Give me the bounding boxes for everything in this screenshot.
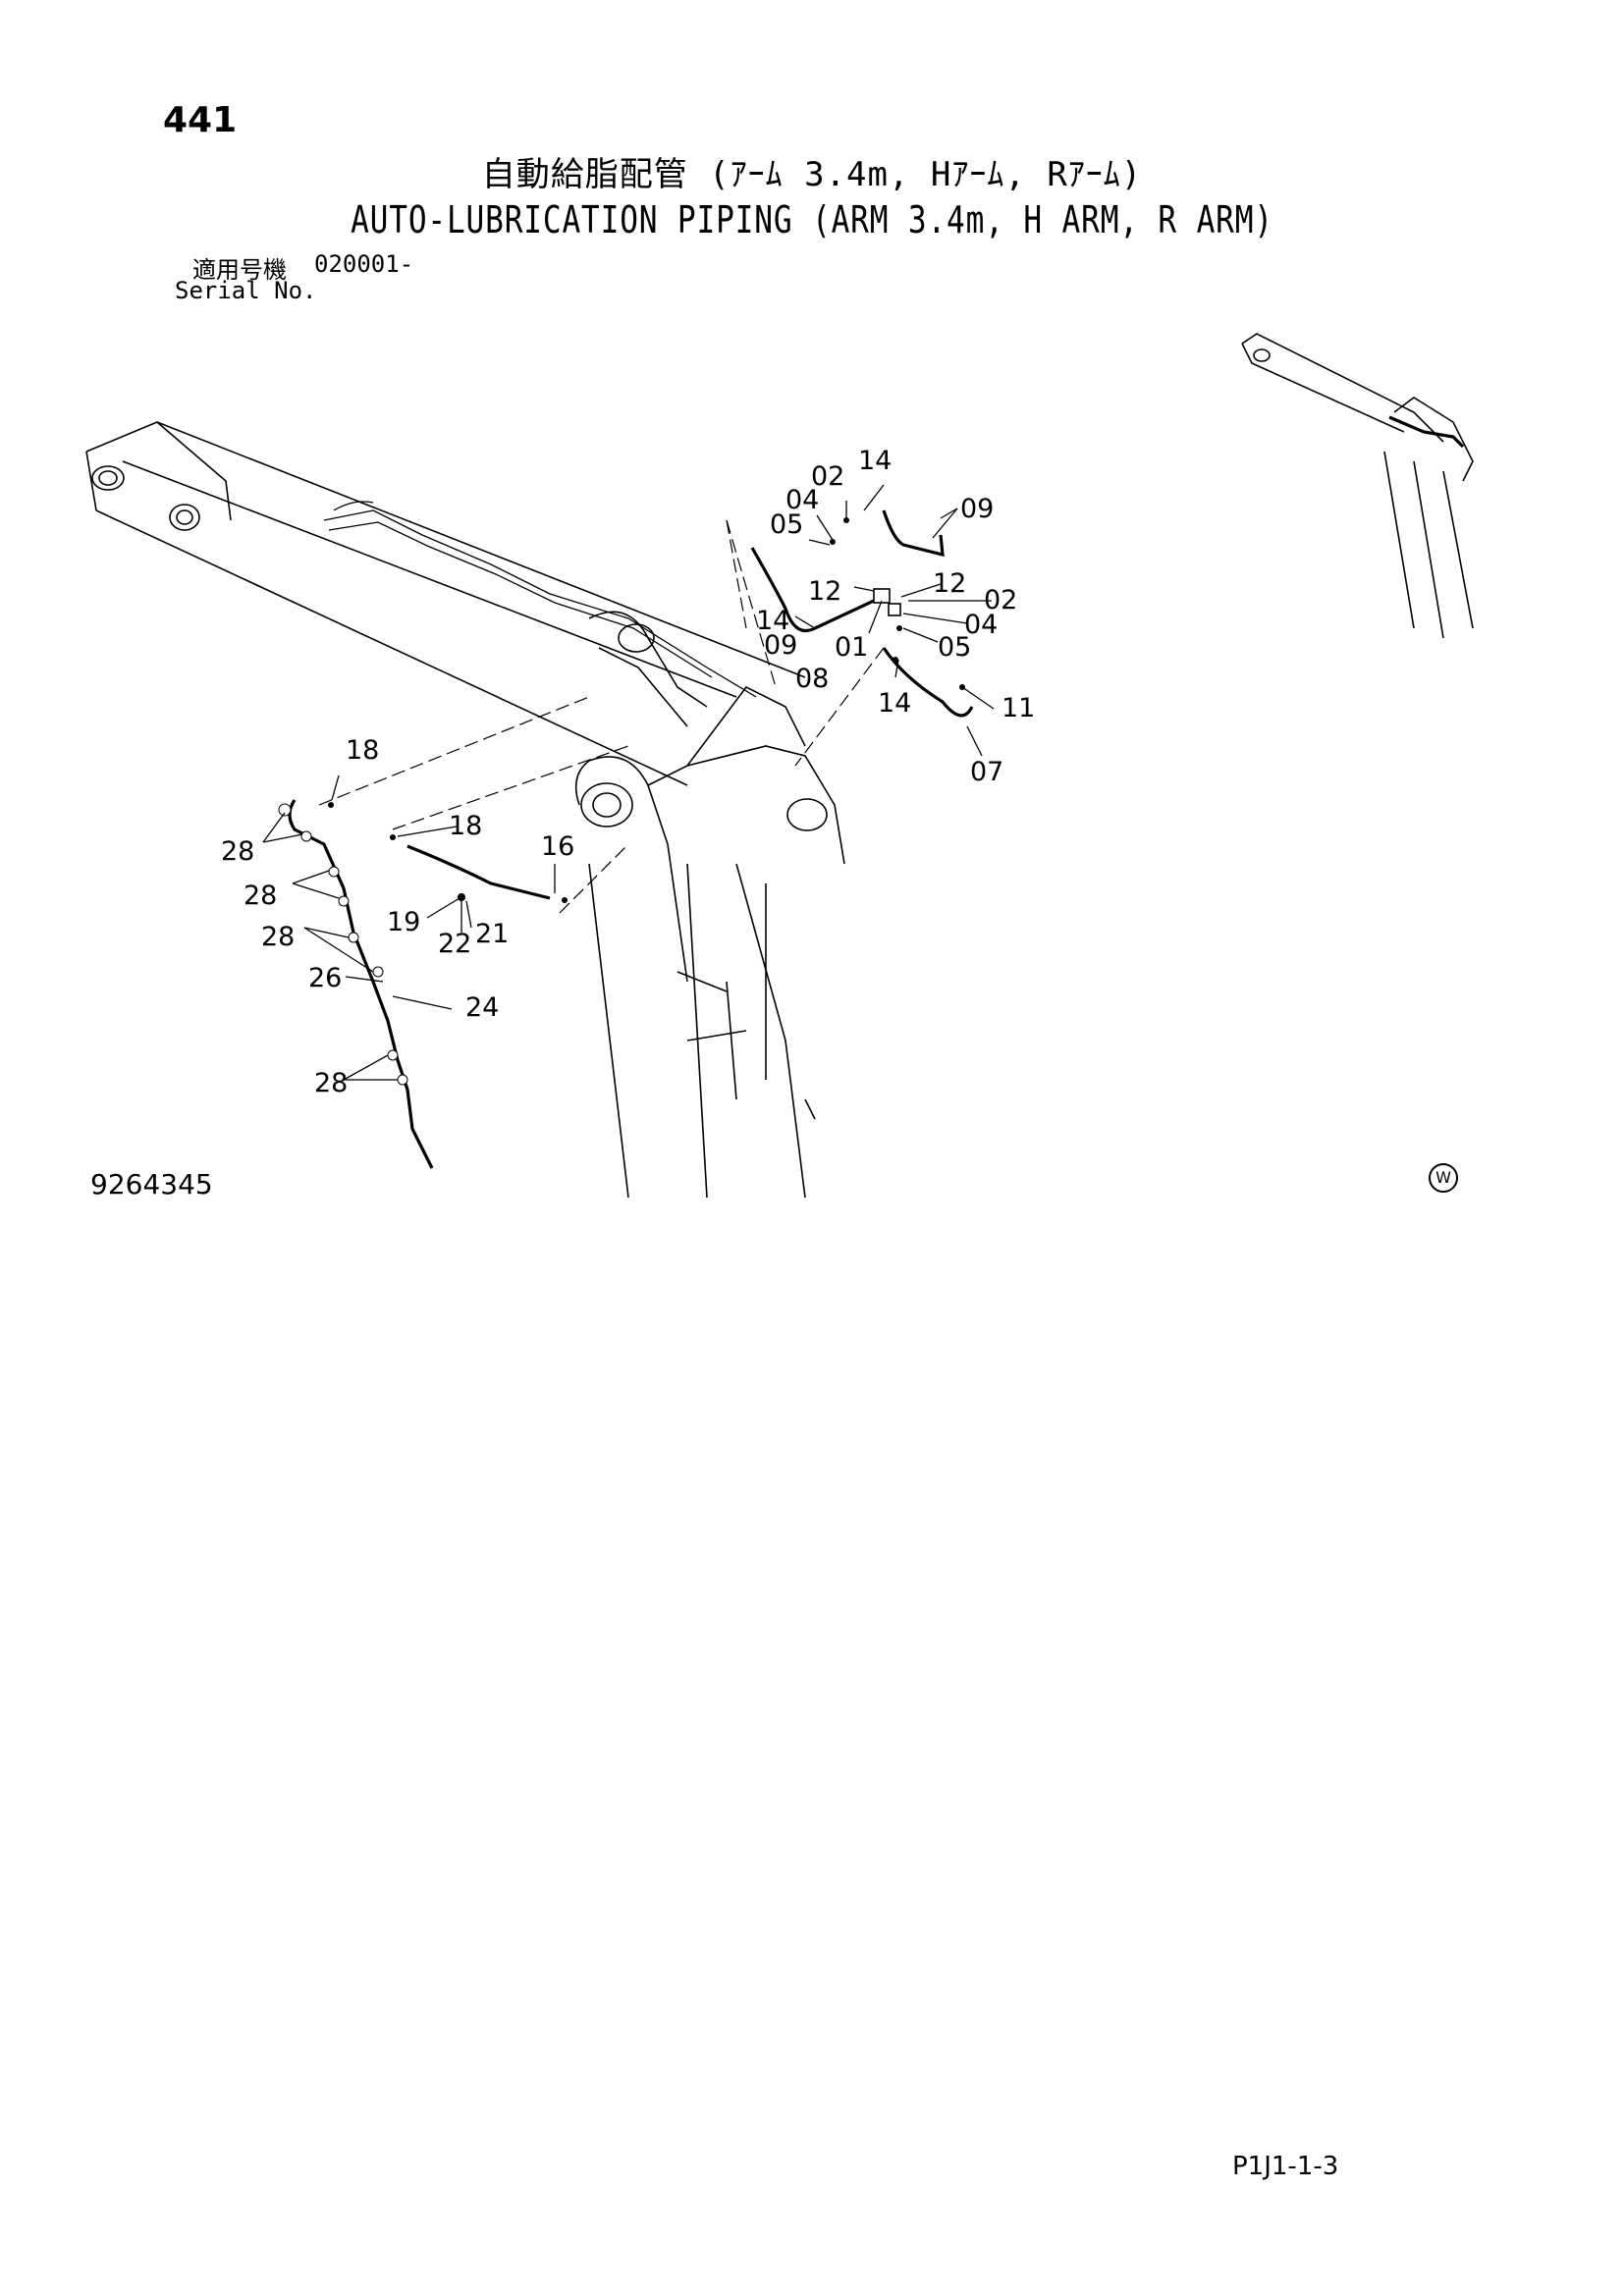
- part-label: 04: [964, 610, 998, 640]
- part-label: 02: [811, 461, 844, 492]
- part-label: 09: [764, 630, 797, 661]
- part-label: 28: [244, 881, 277, 911]
- part-label: 04: [785, 485, 819, 515]
- part-label: 14: [756, 606, 789, 636]
- part-label: 07: [970, 757, 1003, 787]
- part-label: 28: [261, 922, 295, 952]
- part-label: 21: [475, 919, 509, 949]
- part-label: 26: [308, 963, 342, 993]
- serial-label-english: Serial No.: [175, 277, 317, 304]
- part-label: 14: [878, 688, 911, 719]
- part-label: 05: [770, 509, 803, 540]
- w-circle-mark: W: [1429, 1163, 1458, 1193]
- part-label: 08: [795, 664, 829, 694]
- part-label: 12: [933, 568, 966, 599]
- title-japanese: 自動給脂配管 (ｱｰﾑ 3.4m, Hｱｰﾑ, Rｱｰﾑ): [481, 155, 1143, 194]
- part-label: 09: [960, 494, 994, 524]
- piping-cluster: [750, 509, 974, 718]
- part-label: 11: [1001, 693, 1035, 723]
- leader-lines: [262, 484, 995, 1081]
- serial-value: 020001-: [314, 250, 414, 278]
- part-label: 28: [314, 1068, 348, 1098]
- serial-label-japanese: 適用号機: [192, 256, 287, 284]
- part-labels: 02 14 04 05 09 12 12 02 14 04 09 01 05 0…: [221, 446, 1035, 1098]
- title-english: AUTO-LUBRICATION PIPING (ARM 3.4m, H ARM…: [351, 198, 1273, 241]
- part-label: 18: [449, 811, 482, 841]
- page-code: P1J1-1-3: [1232, 2152, 1339, 2181]
- arm-drawing: [85, 421, 885, 1199]
- part-label: 12: [808, 576, 841, 607]
- part-label: 05: [938, 632, 971, 663]
- part-label: 16: [541, 831, 574, 862]
- part-label: 14: [858, 446, 892, 476]
- page-number: 441: [163, 100, 238, 140]
- part-label: 02: [984, 585, 1017, 615]
- part-label: 28: [221, 836, 254, 867]
- figure-number: 9264345: [90, 1168, 213, 1201]
- part-label: 24: [465, 992, 499, 1023]
- part-label: 18: [346, 735, 379, 766]
- part-label: 19: [387, 907, 420, 937]
- part-label: 22: [438, 929, 471, 959]
- lower-piping: [278, 799, 568, 1169]
- inset-diagram: [1241, 333, 1474, 639]
- part-label: 01: [835, 632, 868, 663]
